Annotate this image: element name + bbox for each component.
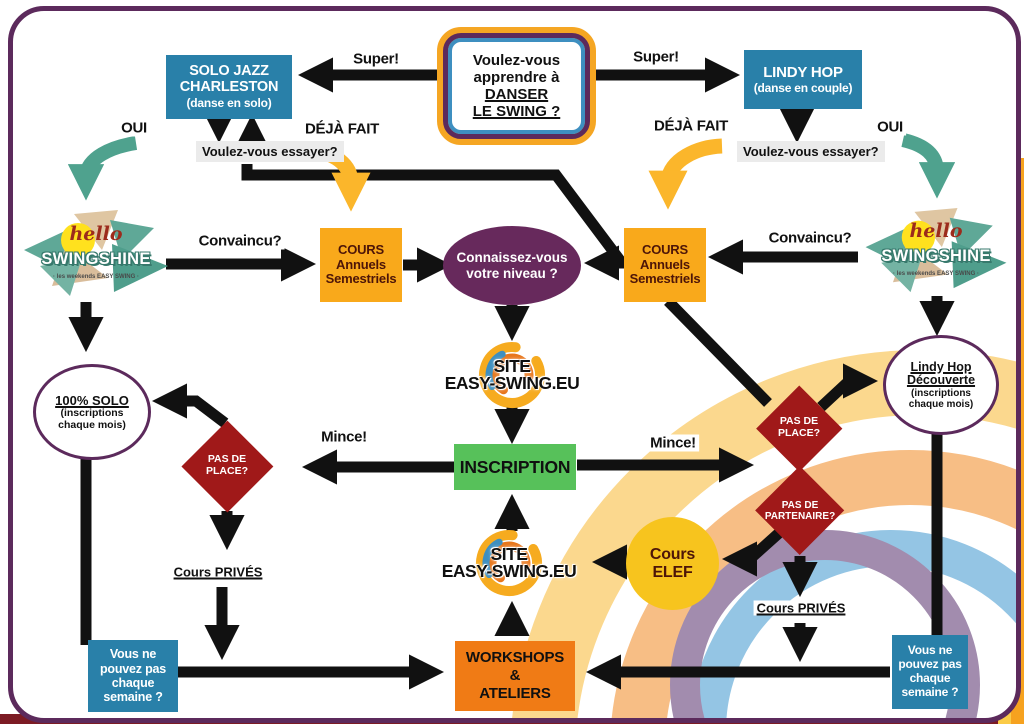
cours-annuels-left-node: COURS Annuels Semestriels [320,228,402,302]
label-convaincu-left: Convaincu? [195,232,285,250]
solo-100-title: 100% SOLO [55,392,129,408]
solo-100-node: 100% SOLO (inscriptions chaque mois) [33,364,151,460]
essayer-left-label: Voulez-vous essayer? [196,141,344,162]
logo-hello-script: hello [909,220,963,243]
label-mince-right: Mince! [647,434,699,452]
pas-de-place-left-node: PAS DE PLACE? [181,420,273,512]
logo-triangles [865,207,1007,293]
pas-chaque-semaine-right-node: Vous ne pouvez pas chaque semaine ? [892,635,968,709]
question-emphasis: DANSER LE SWING ? [472,86,561,121]
essayer-right-label: Voulez-vous essayer? [737,141,885,162]
question-intro: Voulez-vous apprendre à [472,51,561,86]
label-mince-left: Mince! [318,428,370,446]
label-oui-right: OUI [874,118,906,136]
solo-jazz-node: SOLO JAZZ CHARLESTON (danse en solo) [166,55,292,119]
logo-hello-script: hello [69,222,123,245]
logo-tagline: · les weekends EASY SWING · [893,270,979,277]
solo-100-subtitle: (inscriptions chaque mois) [58,406,126,431]
site-easy-swing-text: SITE EASY-SWING.EU [441,544,577,581]
easy-swing-logo-icon [476,530,542,596]
pas-de-place-right-text: PAS DE PLACE? [778,415,820,439]
logo-brand-text: SWINGSHINE [881,247,991,266]
lindy-decouverte-node: Lindy Hop Découverte (inscriptions chaqu… [883,335,999,435]
label-convaincu-right: Convaincu? [765,229,855,247]
pas-chaque-semaine-left-node: Vous ne pouvez pas chaque semaine ? [88,640,178,712]
pas-de-partenaire-node: PAS DE PARTENAIRE? [755,466,845,556]
workshops-node: WORKSHOPS & ATELIERS [455,641,575,711]
cours-elef-node: Cours ELEF [626,517,719,610]
lindy-decouverte-title: Lindy Hop Découverte [906,359,976,387]
pas-de-place-right-node: PAS DE PLACE? [756,385,842,471]
easy-swing-logo-icon [479,342,545,408]
pas-de-partenaire-text: PAS DE PARTENAIRE? [764,499,836,522]
site-easy-swing-text: SITE EASY-SWING.EU [444,356,580,393]
pas-de-place-left-text: PAS DE PLACE? [206,453,248,477]
inscription-node: INSCRIPTION [454,444,576,490]
label-deja-fait-left: DÉJÀ FAIT [302,120,382,138]
hello-swingshine-logo-left: hello SWINGSHINE · les weekends EASY SWI… [22,208,170,300]
logo-brand-text: SWINGSHINE [41,250,151,269]
cours-prives-right-label: Cours PRIVÉS [753,600,849,616]
label-super-left: Super! [350,50,402,68]
lindy-decouverte-subtitle: (inscriptions chaque mois) [908,387,974,410]
sun-icon [901,220,936,254]
niveau-node: Connaissez-vous votre niveau ? [443,226,581,305]
label-super-right: Super! [630,48,682,66]
site-easy-swing-bottom: SITE EASY-SWING.EU [424,526,594,600]
label-oui-left: OUI [118,119,150,137]
cours-prives-left-label: Cours PRIVÉS [170,564,266,580]
lindy-hop-node: LINDY HOP (danse en couple) [744,50,862,109]
lindy-hop-title: LINDY HOP [763,64,843,81]
solo-jazz-subtitle: (danse en solo) [186,95,272,110]
logo-tagline: · les weekends EASY SWING · [53,274,139,281]
logo-triangles [24,210,168,296]
sun-icon [61,223,95,257]
solo-jazz-title: SOLO JAZZ CHARLESTON [179,63,279,95]
label-deja-fait-right: DÉJÀ FAIT [651,117,731,135]
cours-annuels-right-node: COURS Annuels Semestriels [624,228,706,302]
lindy-hop-subtitle: (danse en couple) [753,81,853,95]
site-easy-swing-top: SITE EASY-SWING.EU [427,338,597,412]
hello-swingshine-logo-right: hello SWINGSHINE · les weekends EASY SWI… [860,206,1012,296]
question-node: Voulez-vous apprendre à DANSER LE SWING … [437,27,596,145]
